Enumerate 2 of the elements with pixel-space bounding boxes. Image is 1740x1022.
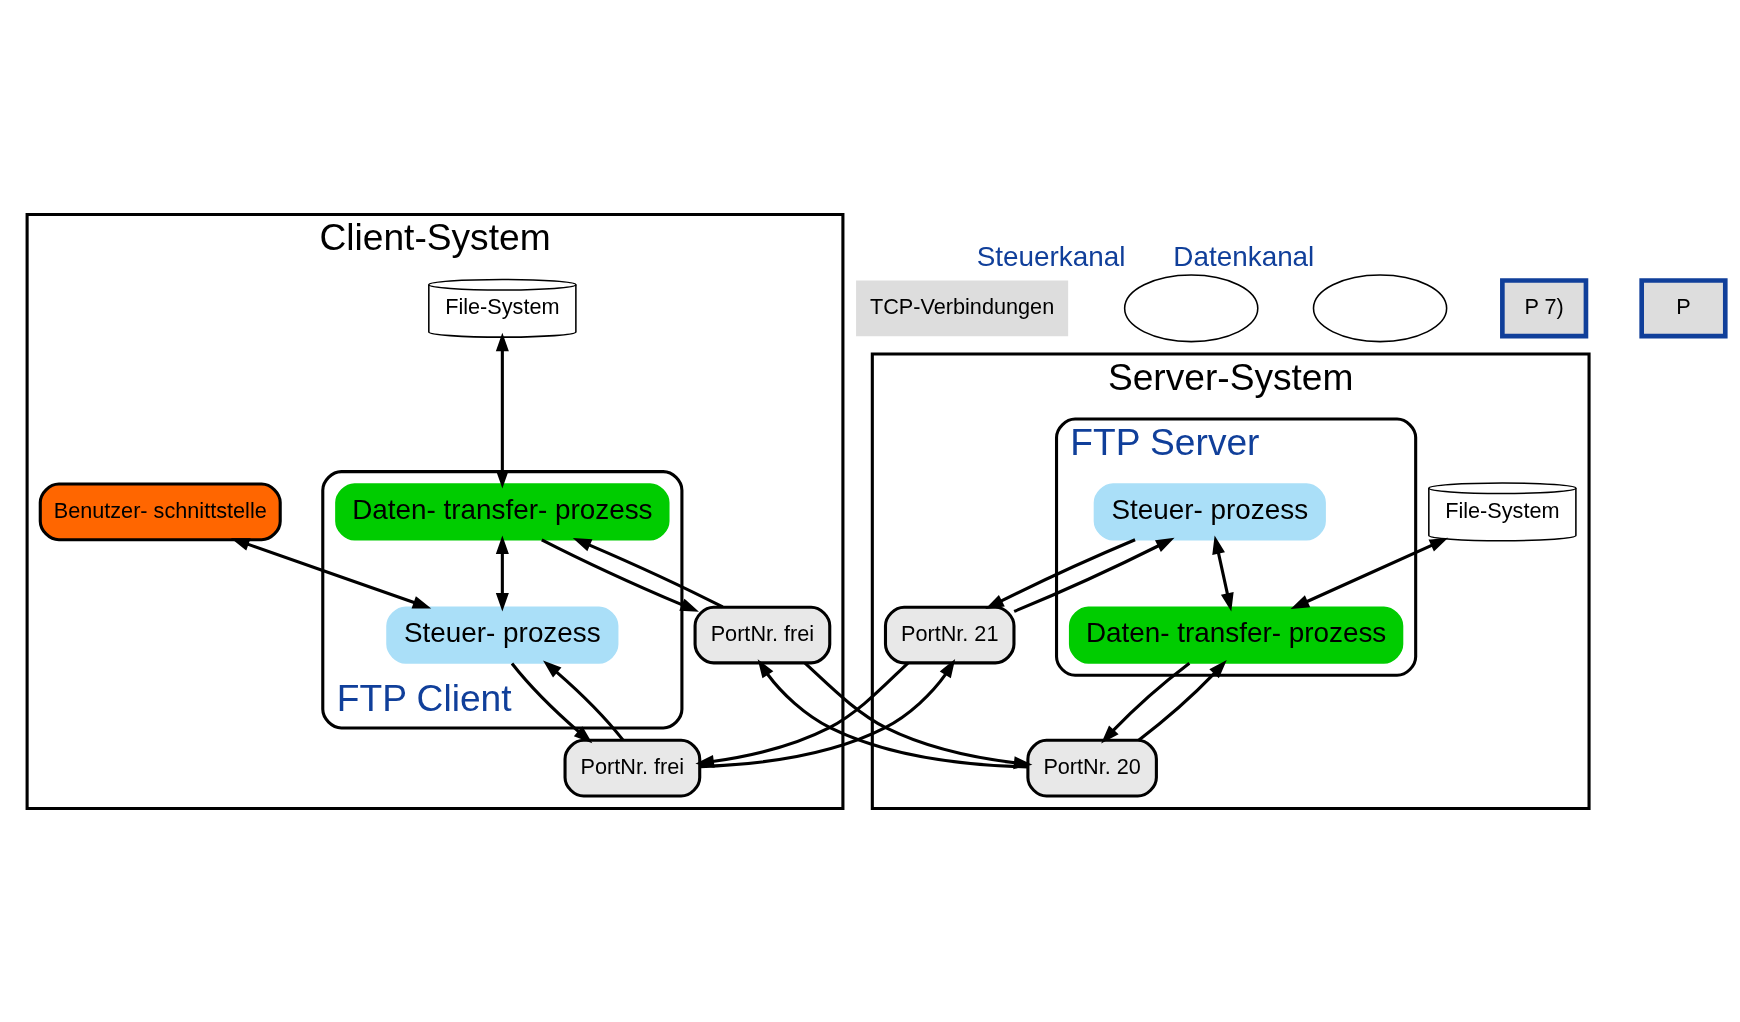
node-label: Steuerkanal [976,240,1126,272]
node-label: Datenkanal [1173,240,1315,272]
